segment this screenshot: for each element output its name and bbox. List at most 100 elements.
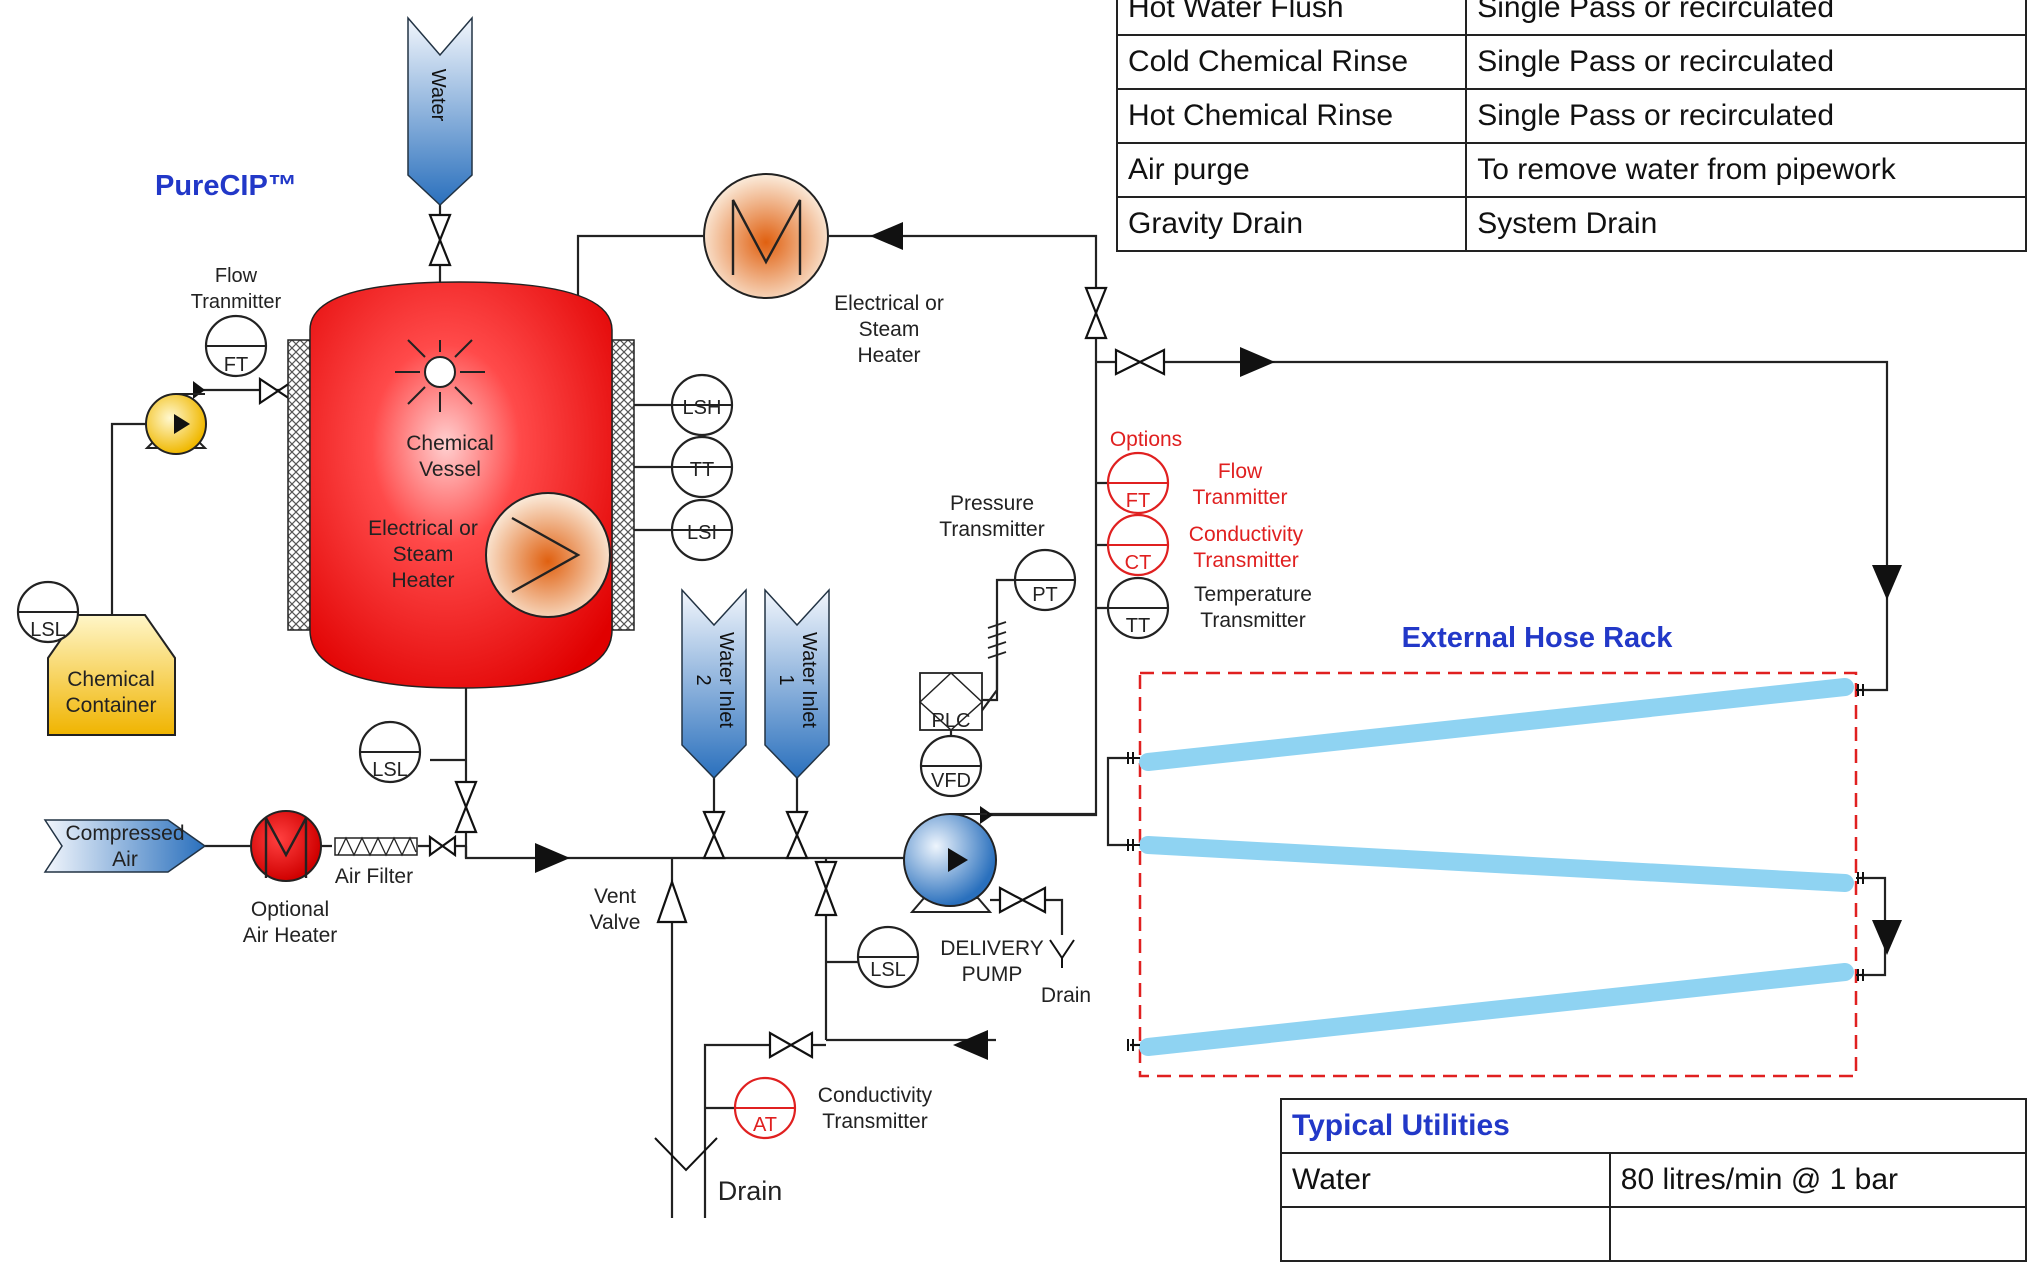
table-cell: System Drain xyxy=(1465,196,2027,252)
svg-text:2: 2 xyxy=(692,674,714,685)
vent-valve-symbol xyxy=(656,878,688,924)
svg-text:Heater: Heater xyxy=(391,569,454,592)
table-cell xyxy=(1280,1206,1611,1262)
table-cell: To remove water from pipework xyxy=(1465,142,2027,198)
options-label: Options xyxy=(1110,428,1182,451)
water-inlet-2: Water Inlet 2 xyxy=(681,588,747,780)
svg-text:Transmitter: Transmitter xyxy=(1200,609,1305,632)
vessel-instruments: LSH TT LSI xyxy=(670,373,734,562)
pressure-transmitter: Pressure Transmitter PT xyxy=(939,492,1077,612)
table-cell xyxy=(1608,1206,2027,1262)
svg-text:Tranmitter: Tranmitter xyxy=(1193,486,1288,509)
top-heater: Electrical or Steam Heater xyxy=(703,173,944,367)
water-feed-valve xyxy=(428,213,452,267)
lsi-label: LSI xyxy=(687,522,717,544)
svg-text:LSL: LSL xyxy=(372,759,408,781)
table-cell: Hot Water Flush xyxy=(1115,0,1468,36)
svg-text:VFD: VFD xyxy=(931,770,971,792)
svg-text:Heater: Heater xyxy=(857,344,920,367)
chemical-pump xyxy=(144,393,208,455)
optional-air-heater: Optional Air Heater xyxy=(243,810,338,947)
plc-vfd: PLC VFD xyxy=(918,620,1007,798)
air-valve xyxy=(428,834,457,858)
table-cell: 80 litres/min @ 1 bar xyxy=(1608,1152,2027,1208)
options-instruments: Options FT Flow Tranmitter CT Conductivi… xyxy=(1106,428,1304,577)
table-cell: Gravity Drain xyxy=(1115,196,1468,252)
svg-text:AT: AT xyxy=(753,1114,777,1136)
top-return-valve xyxy=(1084,286,1108,340)
svg-text:Flow: Flow xyxy=(215,265,258,287)
water-feed: Water xyxy=(407,15,473,207)
svg-text:Pressure: Pressure xyxy=(950,492,1034,515)
svg-text:Air Filter: Air Filter xyxy=(335,865,413,888)
table-row xyxy=(1280,1206,2027,1262)
svg-text:Container: Container xyxy=(65,694,156,717)
lsl-vessel: LSL xyxy=(358,720,422,784)
svg-text:Electrical or: Electrical or xyxy=(368,517,478,540)
svg-text:Conductivity: Conductivity xyxy=(1189,523,1304,546)
compressed-air-source: Compressed Air xyxy=(43,819,207,873)
drain-funnels xyxy=(654,939,1075,1172)
svg-text:FT: FT xyxy=(1126,490,1150,512)
svg-text:Transmitter: Transmitter xyxy=(822,1110,927,1133)
table-cell: Cold Chemical Rinse xyxy=(1115,34,1468,90)
svg-text:PLC: PLC xyxy=(932,710,971,732)
svg-text:Conductivity: Conductivity xyxy=(818,1084,933,1107)
svg-text:Transmitter: Transmitter xyxy=(1193,549,1298,572)
table-cell: Single Pass or recirculated xyxy=(1465,34,2027,90)
inlet2-valve xyxy=(702,810,726,860)
svg-text:Water Inlet: Water Inlet xyxy=(715,632,737,728)
air-filter: Air Filter xyxy=(334,836,418,888)
table-cell: Single Pass or recirculated xyxy=(1465,0,2027,36)
svg-text:Flow: Flow xyxy=(1218,460,1263,483)
svg-text:LSL: LSL xyxy=(870,959,906,981)
svg-text:Compressed: Compressed xyxy=(65,822,184,845)
svg-text:DELIVERY: DELIVERY xyxy=(940,937,1044,960)
svg-text:Air: Air xyxy=(112,848,138,871)
flow-arrows xyxy=(193,222,1902,1060)
utilities-title: Typical Utilities xyxy=(1280,1098,2027,1154)
flow-transmitter-left: Flow Tranmitter FT xyxy=(191,265,282,378)
table-cell: Air purge xyxy=(1115,142,1468,198)
svg-text:PUMP: PUMP xyxy=(962,963,1023,986)
svg-text:Chemical: Chemical xyxy=(406,432,494,455)
chemical-vessel: Chemical Vessel Electrical or Steam Heat… xyxy=(287,281,635,689)
main-drain-label: Drain xyxy=(718,1176,783,1206)
pump-drain-label: Drain xyxy=(1041,984,1091,1007)
temperature-transmitter: TT Temperature Transmitter xyxy=(1106,576,1312,640)
svg-text:Electrical or: Electrical or xyxy=(834,292,944,315)
svg-text:Water Inlet: Water Inlet xyxy=(798,632,820,728)
svg-text:Air Heater: Air Heater xyxy=(243,924,338,947)
delivery-pump: DELIVERY PUMP Drain xyxy=(903,813,1091,1007)
table-cell: Single Pass or recirculated xyxy=(1465,88,2027,144)
valves xyxy=(258,213,1166,1059)
pump-drain-valve xyxy=(998,886,1047,914)
tt-vessel-label: TT xyxy=(690,459,714,481)
vent-valve-label: Vent xyxy=(594,885,636,908)
svg-text:PT: PT xyxy=(1032,584,1058,606)
app-title: PureCIP™ xyxy=(155,170,297,202)
svg-text:Vessel: Vessel xyxy=(419,458,481,481)
drain-valve xyxy=(814,860,838,917)
svg-text:1: 1 xyxy=(775,674,797,685)
svg-text:Temperature: Temperature xyxy=(1194,583,1312,606)
return-valve xyxy=(768,1031,814,1059)
hose-branch-valve xyxy=(1114,348,1166,376)
conductivity-transmitter-at: AT Conductivity Transmitter xyxy=(733,1076,933,1140)
svg-text:Tranmitter: Tranmitter xyxy=(191,291,282,313)
svg-text:Steam: Steam xyxy=(393,543,454,566)
svg-text:Transmitter: Transmitter xyxy=(939,518,1044,541)
lsl-container: LSL xyxy=(16,580,80,644)
svg-text:Chemical: Chemical xyxy=(67,668,155,691)
external-hose-rack: External Hose Rack xyxy=(1126,622,1864,1078)
table-cell: Hot Chemical Rinse xyxy=(1115,88,1468,144)
svg-text:LSL: LSL xyxy=(30,619,66,641)
chemical-container: Chemical Container xyxy=(47,614,176,736)
